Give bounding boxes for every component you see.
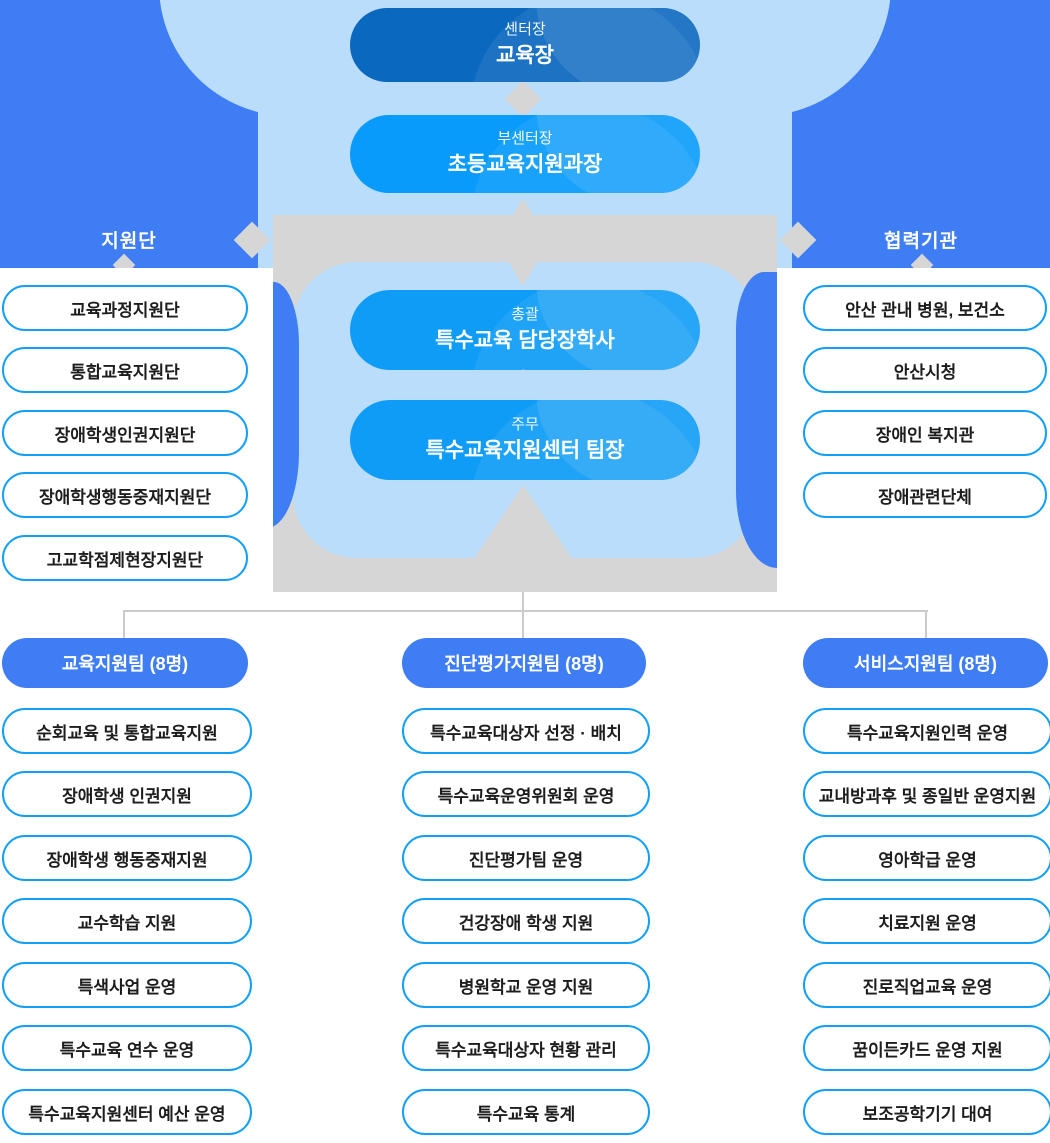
node-director-name: 교육장 xyxy=(496,44,554,68)
node-team-leader: 주무 특수교육지원센터 팀장 xyxy=(350,400,700,480)
team-item: 치료지원 운영 xyxy=(803,898,1050,944)
support-group-item: 교육과정지원단 xyxy=(2,285,248,331)
partner-org-item: 장애관련단체 xyxy=(803,472,1047,518)
connector-stub-left xyxy=(123,612,125,638)
partner-org-item: 안산시청 xyxy=(803,347,1047,393)
node-deputy-name: 초등교육지원과장 xyxy=(447,153,603,177)
team-header-diagnosis: 진단평가지원팀 (8명) xyxy=(402,638,646,688)
support-group-item: 고교학점제현장지원단 xyxy=(2,535,248,581)
team-item: 진단평가팀 운영 xyxy=(402,835,650,881)
team-item: 교수학습 지원 xyxy=(2,898,252,944)
team-item: 장애학생 인권지원 xyxy=(2,771,252,817)
team-item: 특수교육 연수 운영 xyxy=(2,1025,252,1071)
left-blue-blob-edge xyxy=(273,282,299,528)
partner-org-item: 장애인 복지관 xyxy=(803,410,1047,456)
team-item: 병원학교 운영 지원 xyxy=(402,962,650,1008)
support-group-item: 장애학생행동중재지원단 xyxy=(2,472,248,518)
team-item: 순회교육 및 통합교육지원 xyxy=(2,708,252,754)
node-general-manager-role: 총괄 xyxy=(511,306,539,324)
support-group-item: 장애학생인권지원단 xyxy=(2,410,248,456)
team-item: 특수교육지원인력 운영 xyxy=(803,708,1050,754)
connector-horizontal xyxy=(123,610,928,612)
node-general-manager: 총괄 특수교육 담당장학사 xyxy=(350,290,700,370)
team-item: 진로직업교육 운영 xyxy=(803,962,1050,1008)
team-header-service: 서비스지원팀 (8명) xyxy=(803,638,1048,688)
node-director-role: 센터장 xyxy=(504,21,546,39)
right-blue-blob-edge xyxy=(736,272,777,568)
team-item: 보조공학기기 대여 xyxy=(803,1089,1050,1135)
team-item: 특수교육 통계 xyxy=(402,1089,650,1135)
partner-org-item: 안산 관내 병원, 보건소 xyxy=(803,285,1047,331)
node-team-leader-name: 특수교육지원센터 팀장 xyxy=(425,439,625,463)
team-item: 특수교육대상자 선정 · 배치 xyxy=(402,708,650,754)
team-item: 꿈이든카드 운영 지원 xyxy=(803,1025,1050,1071)
team-item: 특색사업 운영 xyxy=(2,962,252,1008)
team-item: 교내방과후 및 종일반 운영지원 xyxy=(803,771,1050,817)
node-team-leader-role: 주무 xyxy=(511,416,539,434)
node-director: 센터장 교육장 xyxy=(350,8,700,82)
team-header-education: 교육지원팀 (8명) xyxy=(2,638,248,688)
team-item: 특수교육운영위원회 운영 xyxy=(402,771,650,817)
left-banner-label: 지원단 xyxy=(101,231,157,252)
support-group-item: 통합교육지원단 xyxy=(2,347,248,393)
connector-stub-center xyxy=(522,612,524,638)
team-item: 영아학급 운영 xyxy=(803,835,1050,881)
team-item: 특수교육지원센터 예산 운영 xyxy=(2,1089,252,1135)
team-item: 건강장애 학생 지원 xyxy=(402,898,650,944)
node-deputy: 부센터장 초등교육지원과장 xyxy=(350,115,700,193)
connector-stub-right xyxy=(925,612,927,638)
team-item: 장애학생 행동중재지원 xyxy=(2,835,252,881)
connector-center-vertical xyxy=(522,588,524,612)
node-general-manager-name: 특수교육 담당장학사 xyxy=(435,329,615,353)
right-banner-label: 협력기관 xyxy=(884,231,958,252)
team-item: 특수교육대상자 현황 관리 xyxy=(402,1025,650,1071)
node-deputy-role: 부센터장 xyxy=(497,130,553,148)
